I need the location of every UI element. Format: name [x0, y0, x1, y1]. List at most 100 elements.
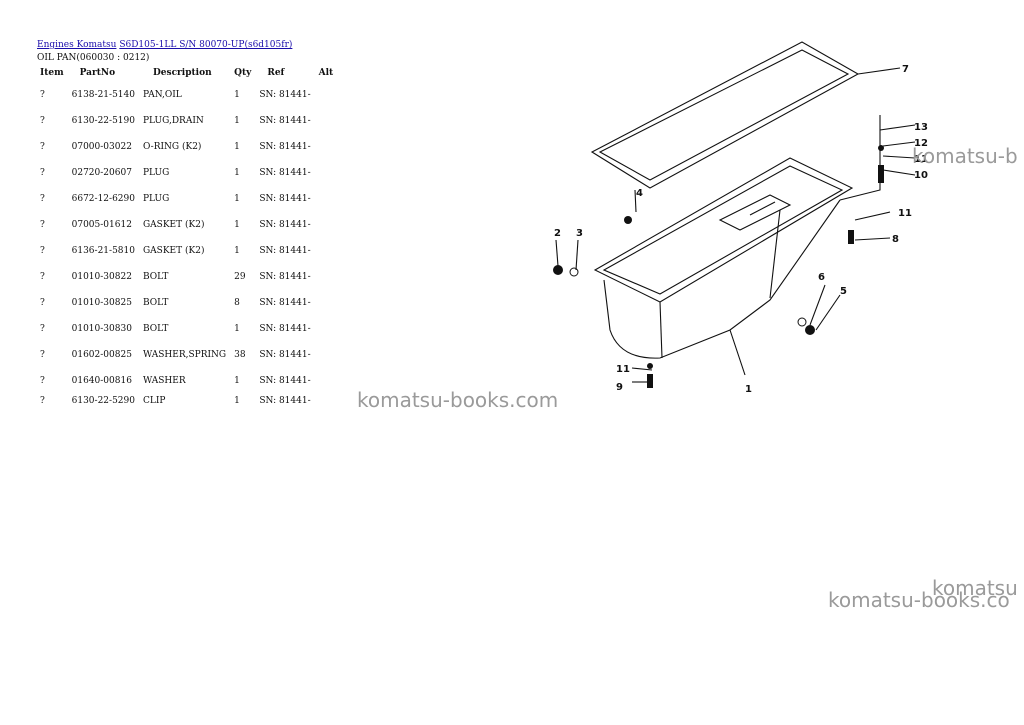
clip-part	[647, 363, 653, 369]
cell-description: WASHER,SPRING	[142, 350, 227, 360]
washer-part	[878, 145, 884, 151]
callout-label: 2	[554, 228, 561, 239]
callout-label: 7	[902, 64, 909, 75]
cell-alt	[315, 82, 338, 108]
cell-description: BOLT	[142, 272, 169, 282]
watermark-top-right: komatsu-b	[912, 144, 1018, 168]
cell-partno: 01010-30825	[71, 298, 132, 308]
header-alt: Alt	[318, 68, 334, 78]
callout-label: 10	[914, 170, 928, 181]
cell-ref: SN: 81441-	[259, 376, 311, 386]
breadcrumb-link-engines[interactable]: Engines Komatsu	[37, 40, 117, 50]
cell-ref: SN: 81441-	[259, 396, 311, 406]
cell-ref: SN: 81441-	[259, 90, 311, 100]
header-description: Description	[152, 68, 212, 78]
watermark-bottom-right-2: komatsu-books.co	[828, 588, 1010, 612]
cell-item: ?	[40, 350, 45, 360]
plug-part-4	[624, 216, 632, 224]
cell-ref: SN: 81441-	[259, 324, 311, 334]
cell-ref: SN: 81441-	[259, 142, 311, 152]
cell-ref: SN: 81441-	[259, 272, 311, 282]
header-qty: Qty	[234, 68, 252, 78]
cell-description: PLUG	[142, 194, 170, 204]
cell-item: ?	[40, 298, 45, 308]
cell-partno: 01640-00816	[71, 376, 132, 386]
cell-qty: 29	[234, 272, 246, 282]
cell-description: BOLT	[142, 298, 169, 308]
header-partno: PartNo	[79, 68, 116, 78]
cell-ref: SN: 81441-	[259, 298, 311, 308]
page-subtitle: OIL PAN(060030 : 0212)	[37, 53, 150, 63]
cell-item: ?	[40, 194, 45, 204]
table-row: ? 01010-30825 BOLT 8 SN: 81441-	[36, 290, 337, 316]
callout-label: 11	[898, 208, 912, 219]
cell-item: ?	[40, 272, 45, 282]
cell-ref: SN: 81441-	[259, 116, 311, 126]
breadcrumb-link-model[interactable]: S6D105-1LL S/N 80070-UP(s6d105fr)	[119, 40, 293, 50]
cell-ref: SN: 81441-	[259, 246, 311, 256]
cell-description: WASHER	[142, 376, 186, 386]
callout-label: 5	[840, 286, 847, 297]
cell-ref: SN: 81441-	[259, 350, 311, 360]
cell-partno: 02720-20607	[71, 168, 132, 178]
cell-alt	[315, 108, 338, 134]
drain-plug	[805, 325, 815, 335]
cell-qty: 1	[234, 194, 240, 204]
watermark-center: komatsu-books.com	[357, 388, 559, 412]
cell-alt	[315, 264, 338, 290]
cell-description: GASKET (K2)	[142, 246, 205, 256]
callout-label: 3	[576, 228, 583, 239]
cell-alt	[315, 212, 338, 238]
cell-alt	[315, 394, 338, 408]
cell-qty: 1	[234, 168, 240, 178]
oring-part-6	[797, 317, 807, 327]
cell-ref: SN: 81441-	[259, 220, 311, 230]
callout-label: 12	[914, 138, 928, 149]
cell-item: ?	[40, 116, 45, 126]
cell-description: O-RING (K2)	[142, 142, 202, 152]
cell-qty: 1	[234, 324, 240, 334]
cell-qty: 8	[234, 298, 240, 308]
cell-partno: 6136-21-5810	[71, 246, 135, 256]
cell-partno: 01010-30830	[71, 324, 132, 334]
cell-partno: 6130-22-5190	[71, 116, 135, 126]
cell-item: ?	[40, 246, 45, 256]
callout-label: 13	[914, 122, 928, 133]
cell-ref: SN: 81441-	[259, 194, 311, 204]
cell-item: ?	[40, 168, 45, 178]
cell-alt	[315, 316, 338, 342]
bolt-part-8	[848, 230, 854, 244]
cell-item: ?	[40, 324, 45, 334]
cell-alt	[315, 186, 338, 212]
callout-label: 11	[616, 364, 630, 375]
cell-item: ?	[40, 90, 45, 100]
cell-description: CLIP	[142, 396, 166, 406]
cell-partno: 01602-00825	[71, 350, 132, 360]
cell-qty: 1	[234, 220, 240, 230]
cell-alt	[315, 290, 338, 316]
table-header-row: Item PartNo Description Qty Ref Alt	[36, 64, 337, 82]
cell-qty: 1	[234, 376, 240, 386]
cell-description: PLUG	[142, 168, 170, 178]
cell-qty: 38	[234, 350, 246, 360]
parts-table: Item PartNo Description Qty Ref Alt ?613…	[36, 64, 337, 408]
plug-part	[553, 265, 563, 275]
callout-label: 9	[616, 382, 623, 393]
cell-item: ?	[40, 396, 45, 406]
header-ref: Ref	[267, 68, 285, 78]
breadcrumb: Engines Komatsu S6D105-1LL S/N 80070-UP(…	[37, 40, 292, 50]
cell-qty: 1	[234, 142, 240, 152]
cell-ref: SN: 81441-	[259, 168, 311, 178]
callout-label: 11	[914, 154, 928, 165]
pan-rim	[593, 157, 854, 303]
pan-body	[603, 199, 841, 359]
